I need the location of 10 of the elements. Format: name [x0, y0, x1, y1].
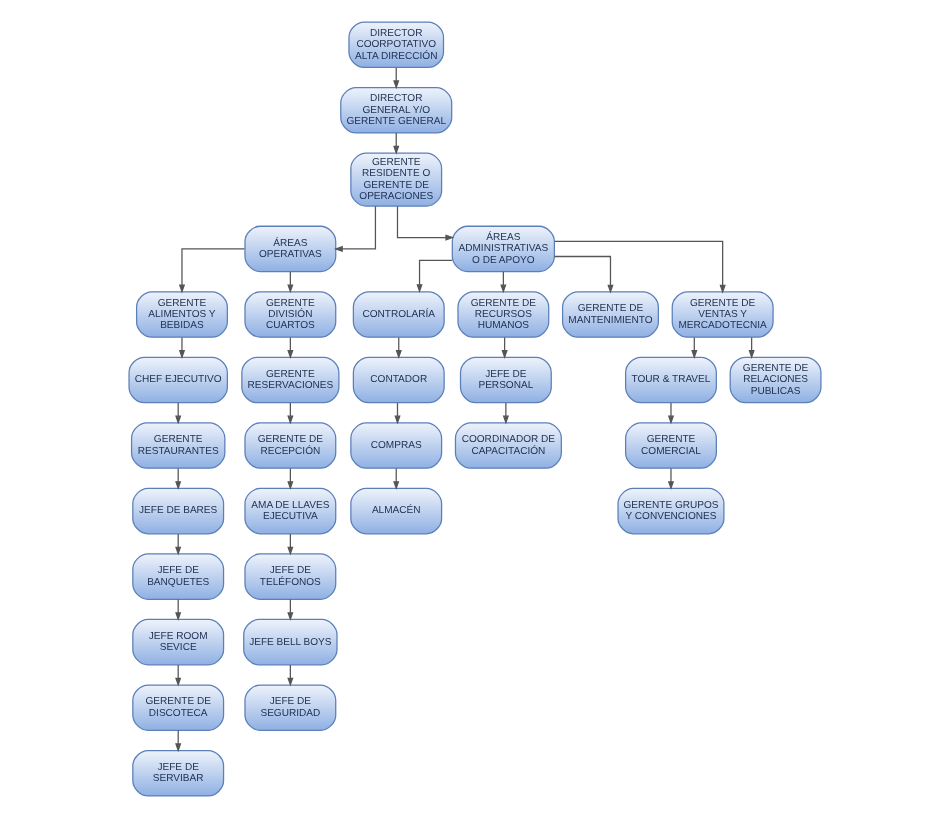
arrow [553, 240, 725, 294]
arrow [177, 336, 185, 359]
arrow [177, 248, 245, 294]
arrow [415, 259, 452, 294]
arrow [501, 402, 508, 425]
arrow [666, 402, 674, 425]
arrow [552, 255, 613, 294]
arrow [395, 205, 454, 241]
arrow [333, 205, 376, 253]
arrow [666, 467, 674, 490]
